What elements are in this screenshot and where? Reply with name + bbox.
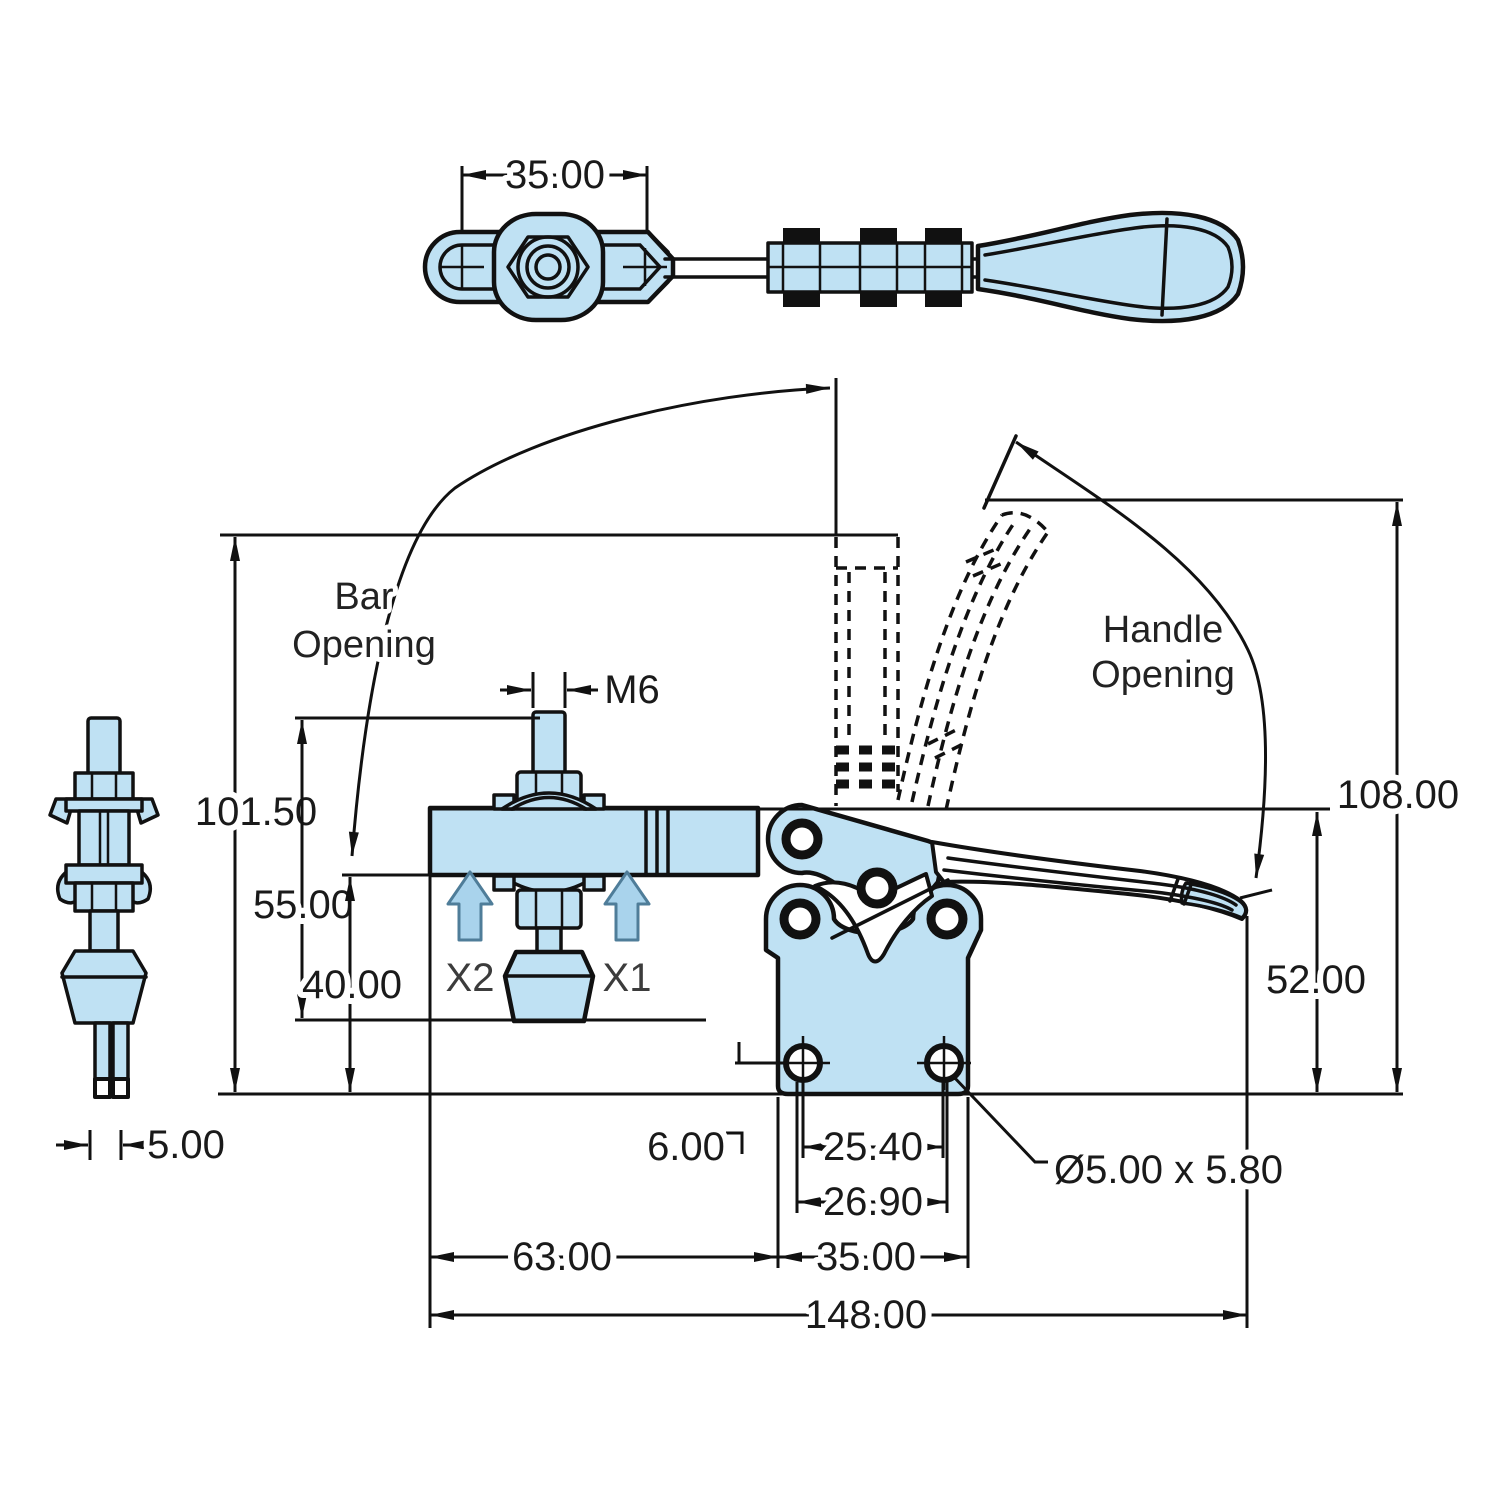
top-view-washer-inner bbox=[525, 244, 571, 290]
top-view-washer-outer bbox=[516, 235, 580, 299]
top-view-handle-inner bbox=[983, 224, 1234, 310]
dim-text-bar-reach: 63.00 bbox=[512, 1235, 612, 1279]
open-handle-extension-line bbox=[982, 434, 1018, 510]
side-view-nut-bottom bbox=[73, 881, 135, 913]
side-view-prong-left bbox=[93, 1021, 112, 1081]
side-view-washer-bottom bbox=[64, 863, 144, 885]
side-view-washer-top bbox=[64, 797, 144, 813]
open-bar-slot bbox=[847, 572, 887, 742]
front-view-open-position bbox=[834, 434, 1050, 811]
pivot-hole-3 bbox=[779, 898, 821, 940]
front-spindle-stud-top bbox=[531, 710, 567, 776]
open-handle-edge-4 bbox=[944, 530, 1050, 811]
top-view-stud bbox=[534, 253, 562, 281]
handle-opening-arc bbox=[1015, 440, 1267, 879]
dim-text-side-prong: 5.00 bbox=[147, 1123, 225, 1167]
label-handle-opening-1: Handle bbox=[1103, 609, 1223, 651]
side-view-prong-tip-right bbox=[111, 1077, 130, 1099]
front-foot bbox=[502, 949, 596, 1024]
side-view-prong-tip-left bbox=[93, 1077, 112, 1099]
spindle-position-arrows: X2 X1 bbox=[446, 870, 652, 1000]
label-bar-opening-1: Bar bbox=[334, 576, 393, 618]
dim-text-slot-spacing: 26.90 bbox=[823, 1180, 923, 1224]
label-x2: X2 bbox=[446, 956, 495, 1000]
top-view-cross-left bbox=[440, 245, 484, 289]
dim-text-hole-spec: Ø5.00 x 5.80 bbox=[1054, 1148, 1283, 1192]
open-handle-edge-1 bbox=[896, 514, 1004, 801]
dim-text-top-width: 35.00 bbox=[505, 153, 605, 197]
front-washer-tab-left-2 bbox=[492, 874, 516, 892]
ext-slot-edges bbox=[795, 1082, 949, 1213]
dim-text-base-width: 35.00 bbox=[816, 1235, 916, 1279]
front-handle-inner-lines bbox=[942, 856, 1238, 912]
open-handle-edge-3 bbox=[926, 524, 1034, 807]
top-view-cross-right bbox=[623, 248, 667, 286]
side-view-body bbox=[77, 809, 131, 867]
side-view-foot bbox=[60, 949, 148, 1025]
dim-text-overall-length: 148.00 bbox=[805, 1293, 927, 1337]
label-handle-opening-2: Opening bbox=[1091, 654, 1235, 696]
pivot-hole-1 bbox=[781, 818, 823, 860]
top-view bbox=[422, 210, 1246, 324]
open-bar-stripes bbox=[836, 745, 898, 789]
top-view-handle-capline bbox=[1160, 217, 1169, 317]
dim-text-hole-spacing: 25.40 bbox=[823, 1125, 923, 1169]
x2-up-arrow-icon bbox=[446, 870, 494, 942]
dimension-set: 35.00 5.00 101.50 55.00 40.00 M6 108.00 … bbox=[56, 147, 1465, 1343]
side-view-stud bbox=[86, 716, 122, 777]
dim-text-handle-open-height: 108.00 bbox=[1337, 773, 1459, 817]
ext-base-edges bbox=[776, 1097, 970, 1268]
dim-text-overall-open-height: 101.50 bbox=[195, 790, 317, 834]
side-view-nut-top bbox=[73, 771, 135, 801]
label-bar-opening-2: Opening bbox=[292, 624, 436, 666]
front-spindle-nut-bottom bbox=[515, 888, 583, 930]
dim-text-bar-height: 52.00 bbox=[1266, 958, 1366, 1002]
label-x1: X1 bbox=[603, 956, 652, 1000]
front-toggle-link-line bbox=[830, 878, 950, 940]
top-view-handle bbox=[975, 210, 1246, 324]
opening-annotations: Bar Opening Handle Opening bbox=[287, 383, 1267, 879]
dim-text-thread: M6 bbox=[604, 668, 660, 712]
front-bar bbox=[427, 805, 761, 878]
x1-up-arrow-icon bbox=[603, 870, 651, 942]
pivot-hole-4 bbox=[926, 898, 968, 940]
top-view-hex-nut bbox=[506, 235, 590, 299]
open-handle-edge-2 bbox=[910, 519, 1018, 803]
dim-text-edge-offset: 6.00 bbox=[647, 1125, 725, 1169]
top-view-bar-chevron bbox=[646, 230, 670, 304]
side-view-prong-right bbox=[111, 1021, 130, 1081]
front-handle-grip-marks bbox=[1168, 877, 1194, 906]
front-washer-tab-right-2 bbox=[582, 874, 606, 892]
bar-opening-arc bbox=[348, 383, 831, 857]
pivot-hole-2 bbox=[856, 867, 898, 909]
side-view-neck bbox=[88, 909, 120, 953]
dim-text-spindle-length: 55.00 bbox=[253, 883, 353, 927]
top-view-clips bbox=[783, 228, 962, 307]
front-spindle-stud-bottom bbox=[535, 926, 563, 955]
handle-tip-tangent-tick bbox=[1239, 888, 1273, 900]
dim-text-bar-clearance: 40.00 bbox=[302, 963, 402, 1007]
side-view bbox=[48, 716, 160, 1099]
